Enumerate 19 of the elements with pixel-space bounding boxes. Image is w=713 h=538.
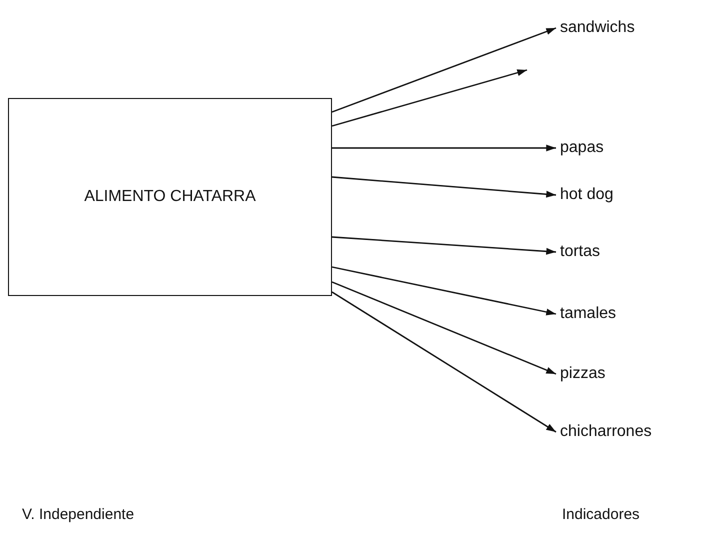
indicator-text: chicharrones [560,423,652,440]
arrow [332,27,556,113]
indicator-text: hot dog [560,186,614,203]
arrow [332,281,556,375]
box-title: ALIMENTO CHATARRA [84,188,256,206]
column-caption: Indicadores [562,506,640,523]
arrow [332,291,556,433]
concept-box [8,98,332,296]
indicator-text: tamales [560,305,616,322]
arrow [332,236,556,255]
indicator-text: sandwichs [560,19,635,36]
indicator-text: papas [560,139,604,156]
arrow [332,144,556,152]
arrow [332,69,528,127]
indicator-text: tortas [560,243,600,260]
arrow [332,176,556,198]
arrow [332,266,556,316]
column-caption: V. Independiente [22,506,134,523]
indicator-text: pizzas [560,365,606,382]
